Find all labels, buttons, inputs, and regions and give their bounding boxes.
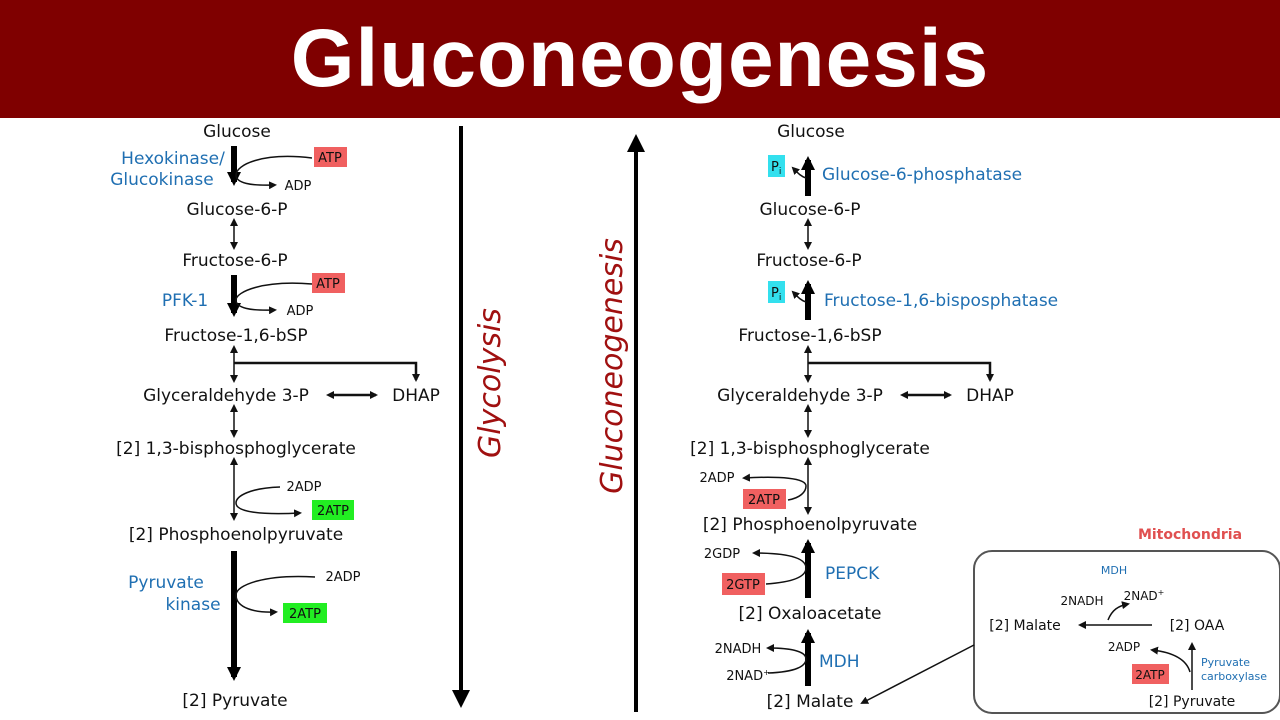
glycolysis-direction-head (452, 690, 470, 708)
gng-pi1-release-arrow (791, 166, 807, 179)
gly-enzyme-hexokinase: Hexokinase/ (121, 149, 225, 169)
gng-atp-box (743, 489, 786, 509)
gly-atp2-consume-arrow (235, 282, 313, 315)
malate-transport-arrow (860, 644, 975, 704)
gng-adp: 2ADP (699, 471, 734, 486)
gng-pep: [2] Phosphoenolpyruvate (703, 515, 917, 535)
gly-atp3: 2ATP (317, 504, 349, 519)
mito-adp: 2ADP (1108, 640, 1140, 654)
mito-enzyme-pc-1: Pyruvate (1201, 656, 1250, 669)
gng-aldolase-branch (808, 361, 994, 382)
gng-g6p: Glucose-6-P (759, 200, 860, 220)
glycolysis-panel: Glucose Hexokinase/ Glucokinase ATP ADP … (110, 122, 440, 711)
gly-atp3-make-arrow (235, 486, 302, 518)
gly-pep: [2] Phosphoenolpyruvate (129, 525, 343, 545)
gly-atp2: ATP (316, 277, 340, 292)
gluconeogenesis-panel: Glucose Pi Glucose-6-phosphatase Glucose… (690, 122, 1058, 712)
mito-enzyme-pc-2: carboxylase (1201, 670, 1267, 683)
gly-bpg: [2] 1,3-bisphosphoglycerate (116, 439, 356, 459)
gng-gtp-box (722, 573, 765, 595)
gluconeogenesis-label: Gluconeogenesis (595, 238, 630, 494)
mito-atp: 2ATP (1135, 668, 1164, 682)
mito-pyruvate: [2] Pyruvate (1149, 694, 1236, 710)
gluconeogenesis-direction-head (627, 134, 645, 152)
gly-atp4-box (283, 603, 327, 623)
mito-enzyme-mdh: MDH (1101, 564, 1127, 577)
glycolysis-label: Glycolysis (473, 308, 508, 458)
gly-adp2: ADP (287, 304, 314, 319)
gng-bpg: [2] 1,3-bisphosphoglycerate (690, 439, 930, 459)
gly-atp-consume-arrow (235, 155, 313, 190)
mitochondria-inset: Mitochondria MDH 2NADH 2NAD+ [2] Malate … (860, 527, 1280, 714)
gng-pi1: Pi (771, 160, 781, 177)
gly-f6p: Fructose-6-P (182, 251, 287, 271)
gly-enzyme-pfk: PFK-1 (162, 291, 208, 311)
gng-gtp-consume-arrow (752, 549, 807, 585)
gly-adp4: 2ADP (325, 570, 360, 585)
mito-malate: [2] Malate (989, 618, 1061, 634)
gng-glucose: Glucose (777, 122, 845, 142)
mito-nad-arrow (1107, 601, 1130, 621)
gng-gap: Glyceraldehyde 3-P (717, 386, 883, 406)
gng-f6p: Fructose-6-P (756, 251, 861, 271)
gng-atp: 2ATP (748, 493, 780, 508)
gly-atp4: 2ATP (289, 607, 321, 622)
gng-gtp: 2GTP (726, 578, 760, 593)
gng-enzyme-mdh: MDH (819, 652, 860, 672)
mito-nadh: 2NADH (1060, 594, 1103, 608)
gly-atp2-box (312, 273, 345, 293)
gng-f16bp: Fructose-1,6-bSP (738, 326, 881, 346)
page-title: Gluconeogenesis (290, 13, 990, 104)
gly-glucose: Glucose (203, 122, 271, 142)
gly-pyruvate: [2] Pyruvate (182, 691, 287, 711)
direction-indicators: Glycolysis Gluconeogenesis (452, 126, 645, 712)
mitochondria-title: Mitochondria (1138, 527, 1242, 543)
mito-atp-consume-arrow (1150, 646, 1191, 673)
gly-enzyme-pk-1: Pyruvate (128, 573, 204, 593)
mito-atp-box (1132, 664, 1169, 684)
mito-oaa: [2] OAA (1170, 618, 1225, 634)
gly-gap: Glyceraldehyde 3-P (143, 386, 309, 406)
gng-nad: 2NAD+ (726, 668, 770, 684)
gng-nadh-arrow (766, 644, 807, 674)
gng-enzyme-fbpase: Fructose-1,6-bisposphatase (824, 291, 1058, 311)
gng-atp-consume-arrow (742, 473, 807, 501)
mito-nad: 2NAD+ (1124, 588, 1165, 603)
gly-f16bp: Fructose-1,6-bSP (164, 326, 307, 346)
gng-malate: [2] Malate (767, 692, 854, 712)
gly-atp3-box (312, 500, 354, 520)
gng-dhap: DHAP (966, 386, 1014, 406)
gly-adp3: 2ADP (286, 480, 321, 495)
gly-atp1-box (314, 147, 347, 167)
gng-pi2-box (768, 281, 785, 303)
gng-pi2: Pi (771, 286, 781, 303)
gly-enzyme-glucokinase: Glucokinase (110, 170, 214, 190)
gly-enzyme-pk-2: kinase (165, 595, 220, 615)
gng-enzyme-g6pase: Glucose-6-phosphatase (822, 165, 1022, 185)
gly-adp1: ADP (285, 179, 312, 194)
gng-nadh: 2NADH (715, 642, 762, 657)
gly-aldolase-branch (234, 361, 420, 382)
gng-gdp: 2GDP (704, 547, 740, 562)
gng-enzyme-pepck: PEPCK (825, 564, 880, 584)
gly-atp4-make-arrow (235, 575, 316, 617)
title-banner: Gluconeogenesis (0, 0, 1280, 118)
gng-pi2-release-arrow (791, 290, 807, 303)
mitochondria-box (973, 550, 1280, 714)
gng-pi1-box (768, 155, 785, 177)
gly-atp1: ATP (318, 151, 342, 166)
gng-oaa: [2] Oxaloacetate (739, 604, 882, 624)
gly-dhap: DHAP (392, 386, 440, 406)
gly-g6p: Glucose-6-P (186, 200, 287, 220)
